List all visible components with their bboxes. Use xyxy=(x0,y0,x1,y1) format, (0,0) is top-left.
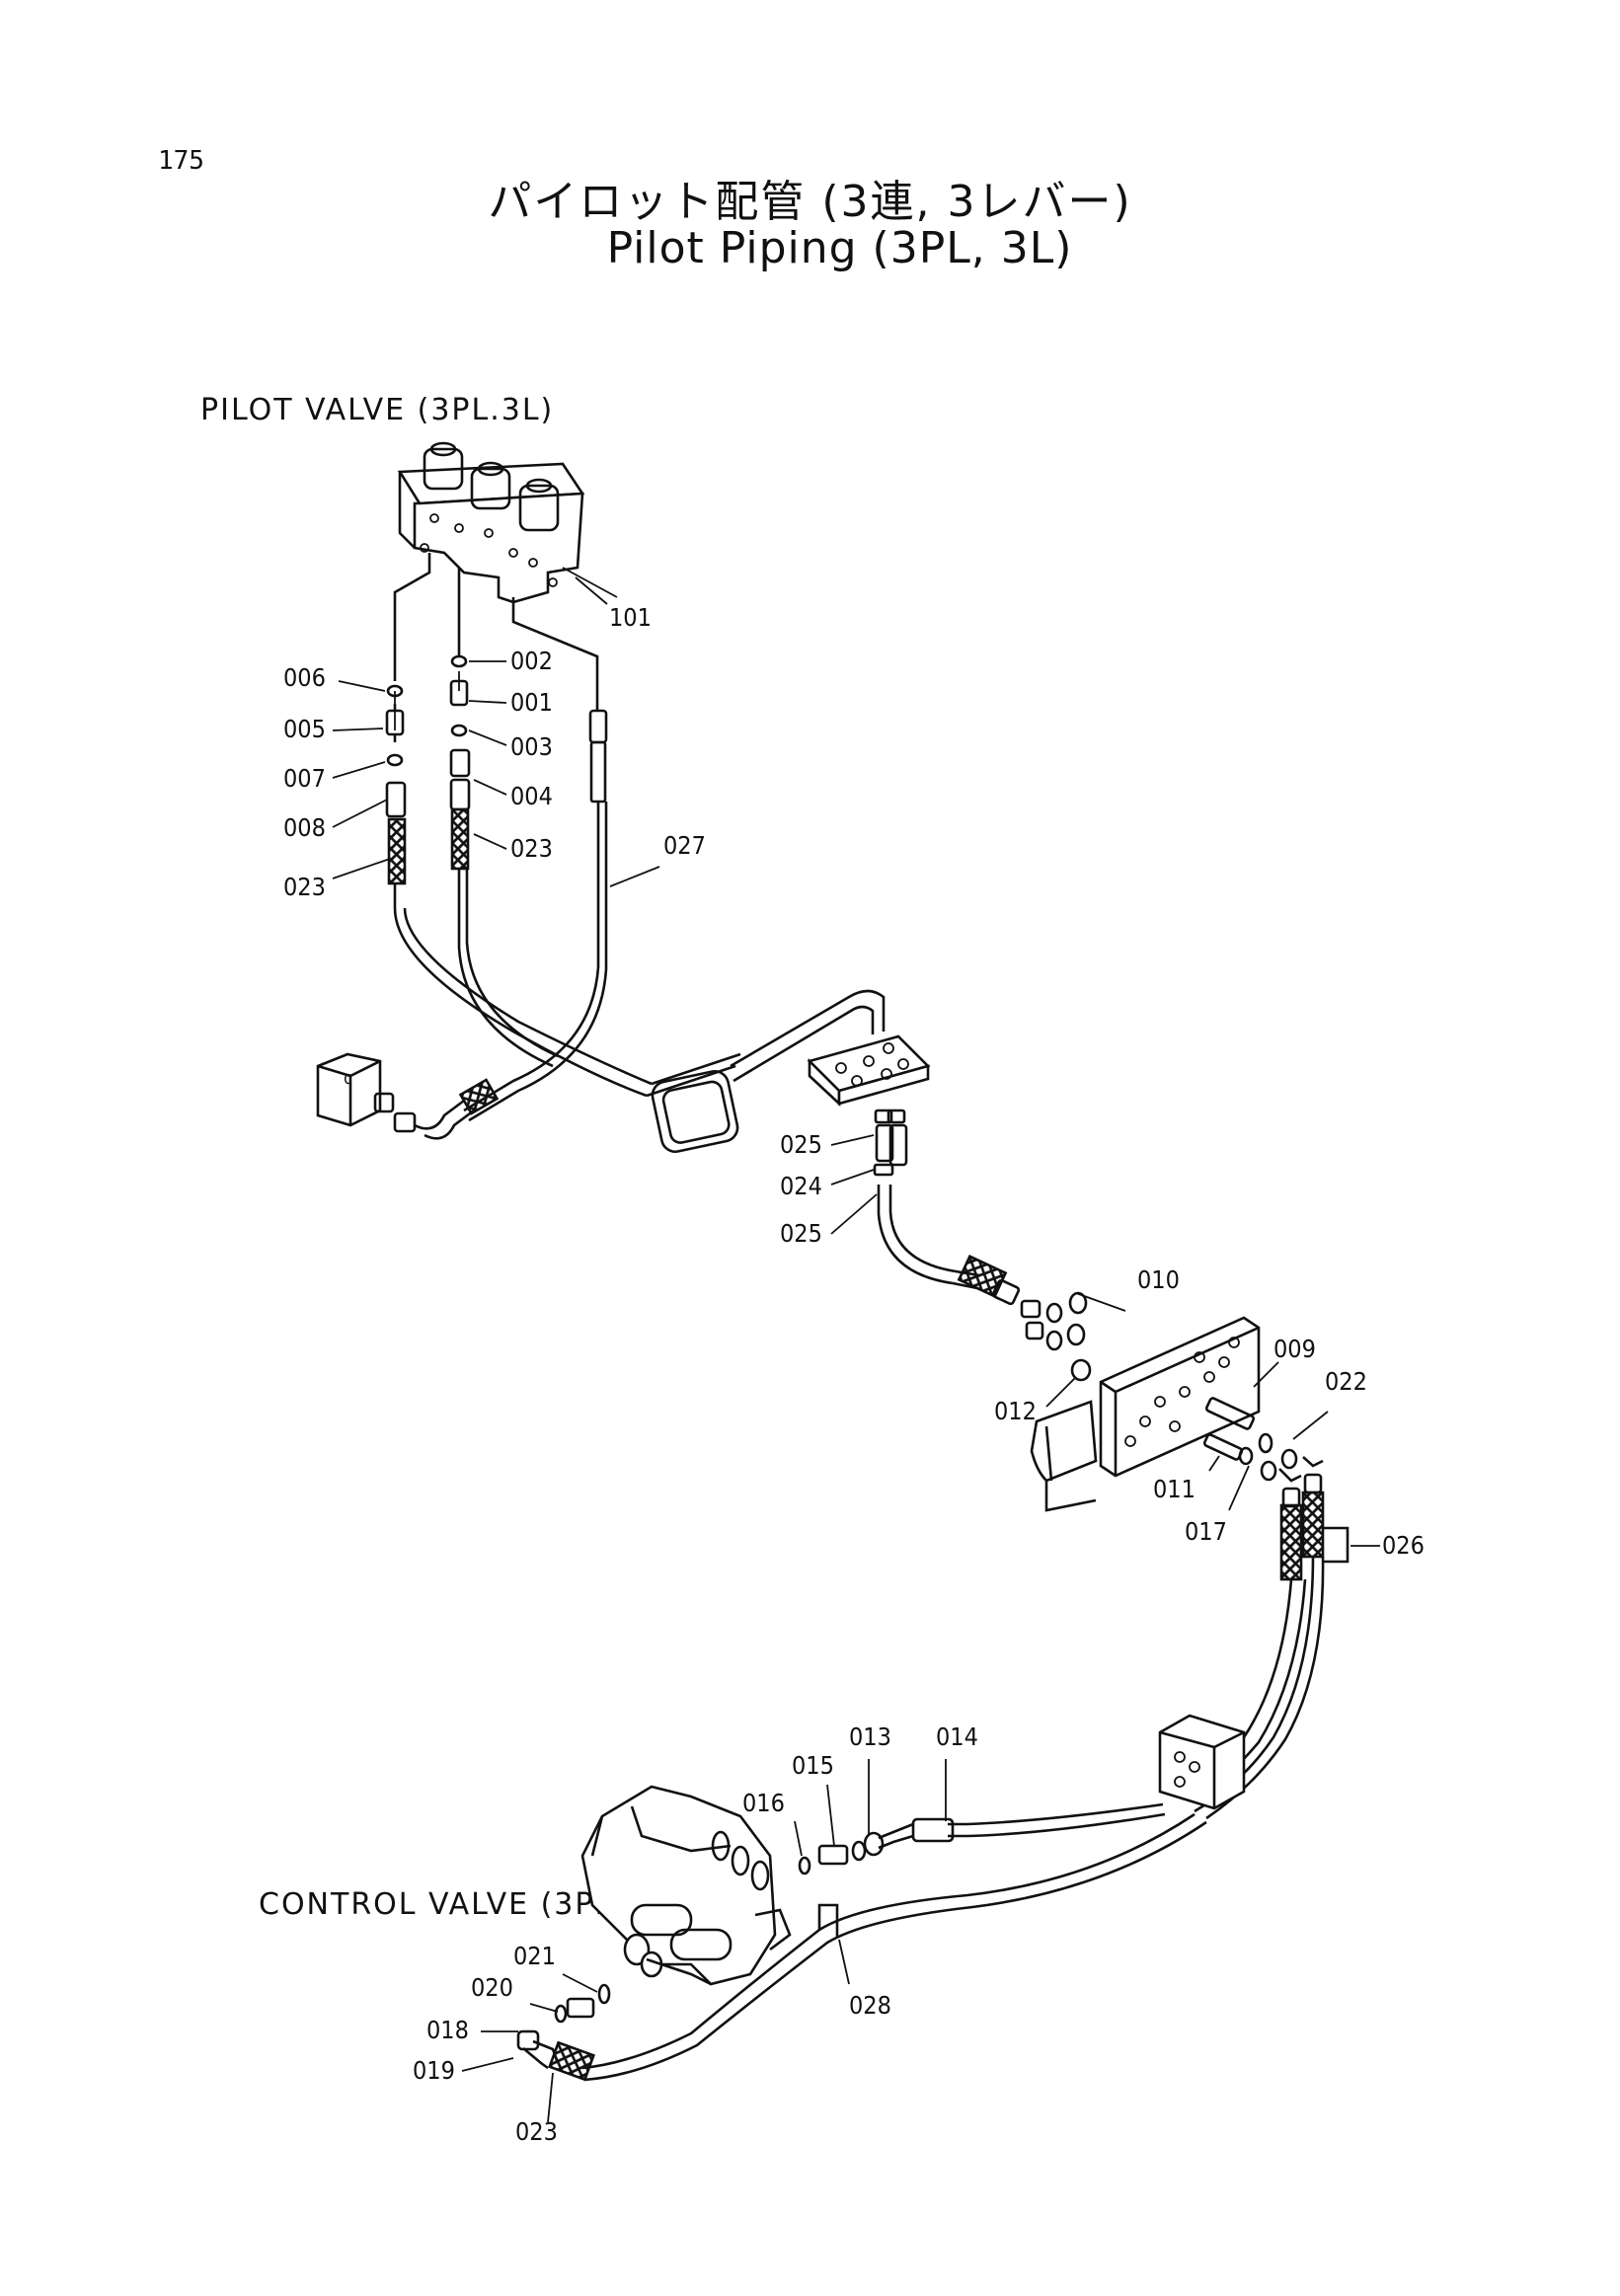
callout-009: 009 xyxy=(1273,1335,1316,1363)
callout-022: 022 xyxy=(1325,1367,1367,1396)
callout-006: 006 xyxy=(283,663,326,692)
title-english: Pilot Piping (3PL, 3L) xyxy=(606,223,1073,273)
callout-023-c: 023 xyxy=(515,2117,558,2146)
callout-021: 021 xyxy=(513,1942,556,1970)
fittings-009-011 xyxy=(1202,1397,1324,1483)
callout-023-b: 023 xyxy=(510,834,553,863)
fittings-018-021 xyxy=(516,1983,611,2082)
callout-008: 008 xyxy=(283,813,326,842)
callout-016: 016 xyxy=(742,1789,785,1817)
valve-body-mid xyxy=(1030,1316,1261,1512)
callout-003: 003 xyxy=(510,732,553,761)
pilot-lines xyxy=(393,553,599,730)
callout-013: 013 xyxy=(849,1722,891,1751)
hose-028 xyxy=(581,1812,1207,2082)
callout-001: 001 xyxy=(510,688,553,717)
callout-025-a: 025 xyxy=(780,1130,822,1159)
callout-020: 020 xyxy=(471,1973,513,2002)
callout-101: 101 xyxy=(609,603,652,632)
hose-027 xyxy=(463,709,608,1122)
pipe-clamp xyxy=(646,1052,741,1154)
callout-018: 018 xyxy=(426,2016,469,2044)
pilot-valve-label: PILOT VALVE (3PL.3L) xyxy=(200,393,555,427)
pilot-valve-101 xyxy=(397,441,618,604)
callout-027: 027 xyxy=(663,831,706,860)
page-number: 175 xyxy=(158,146,204,176)
callout-005: 005 xyxy=(283,715,326,743)
svg-text:c: c xyxy=(344,1068,352,1089)
bracket-plate xyxy=(807,1034,931,1107)
callout-017: 017 xyxy=(1185,1517,1227,1546)
fittings-025-024 xyxy=(873,1109,980,1290)
block-c-left: c xyxy=(316,1052,500,1140)
fittings-left-column xyxy=(385,684,653,1098)
callout-025-b: 025 xyxy=(780,1219,822,1248)
leader-lines xyxy=(332,576,1380,2123)
block-right-lower xyxy=(1158,1714,1246,1810)
callout-012: 012 xyxy=(994,1397,1037,1425)
callout-numbers: 101 006 002 005 001 007 003 008 004 023 … xyxy=(283,603,1425,2146)
callout-024: 024 xyxy=(780,1172,822,1200)
callout-023-a: 023 xyxy=(283,873,326,901)
fittings-middle-column xyxy=(449,654,559,1068)
hose-hatched-mid xyxy=(957,1255,1092,1382)
callout-015: 015 xyxy=(792,1751,834,1780)
control-valve-label: CONTROL VALVE (3PL) xyxy=(259,1887,627,1922)
callout-026: 026 xyxy=(1382,1531,1425,1560)
callout-007: 007 xyxy=(283,764,326,793)
callout-002: 002 xyxy=(510,647,553,675)
control-valve-body xyxy=(580,1785,792,1986)
callout-004: 004 xyxy=(510,782,553,810)
callout-019: 019 xyxy=(413,2056,455,2085)
callout-014: 014 xyxy=(936,1722,978,1751)
hose-014 xyxy=(798,1802,1166,1875)
callout-010: 010 xyxy=(1137,1265,1180,1294)
title-japanese: パイロット配管 (3連, 3レバー) xyxy=(488,177,1132,227)
callout-011: 011 xyxy=(1153,1475,1196,1503)
callout-028: 028 xyxy=(849,1991,891,2020)
pipe-to-plate xyxy=(730,989,886,1083)
